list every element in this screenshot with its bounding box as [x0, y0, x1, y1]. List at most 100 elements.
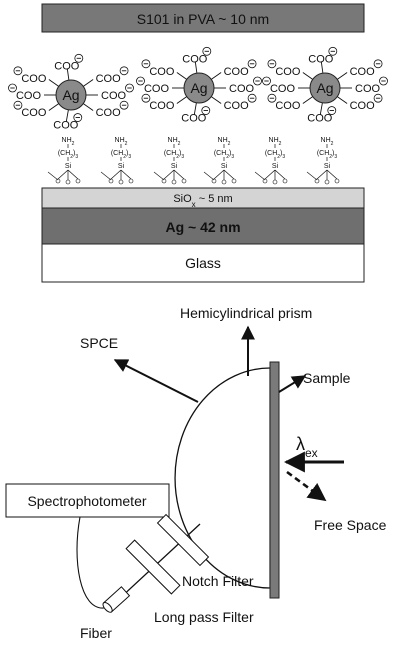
carboxylate-label: COO: [308, 53, 334, 65]
carboxylate-label: COO: [16, 90, 42, 102]
linker-bond: [274, 169, 286, 180]
propyl-chain-label: (CH2)3: [214, 150, 235, 160]
carboxylate-label: COO: [149, 100, 175, 112]
silver-film-label: Ag ~ 42 nm: [165, 219, 240, 235]
carboxylate-label: COO: [307, 113, 333, 125]
oxygen-atom-icon: [334, 178, 340, 184]
carboxylate-label: COO: [96, 107, 122, 119]
linker-bond: [264, 169, 276, 180]
amine-group-label: NH2: [115, 137, 128, 147]
silane-linker: NH2(CH2)3Si: [203, 137, 237, 185]
carboxylate-label: COO: [149, 66, 175, 78]
long-pass-filter: [125, 539, 181, 595]
oxygen-atom-icon: [55, 178, 61, 184]
silicon-atom-label: Si: [118, 163, 125, 170]
carboxylate-label: COO: [229, 83, 255, 95]
silver-nanoparticle-core: [183, 72, 215, 104]
free-space-label: Free Space: [314, 517, 387, 533]
glass-layer: [41, 243, 365, 283]
nanoparticle-label: Ag: [190, 80, 207, 96]
oxygen-atom-icon: [108, 178, 114, 184]
linker-bond: [223, 169, 235, 180]
prism-label: Hemicylindrical prism: [180, 305, 312, 321]
carboxylate-label: COO: [181, 113, 207, 125]
linker-bond: [203, 171, 215, 181]
amine-group-label: NH2: [321, 137, 334, 147]
ligand-bond: [194, 61, 198, 74]
fiber-coupler: [102, 586, 131, 613]
hemicylindrical-prism: [174, 367, 271, 589]
oxygen-atom-icon: [65, 179, 71, 185]
optical-setup: SPCE Hemicylindrical prism Sample λex Fr…: [5, 305, 387, 641]
propyl-chain-label: (CH2)3: [164, 150, 185, 160]
carboxylate-label: COO: [54, 60, 80, 72]
layer-stack: S101 in PVA ~ 10 nm SiOx ~ 5 nm Ag ~ 42 …: [41, 3, 365, 283]
oxygen-atom-icon: [211, 178, 217, 184]
glass-layer-label: Glass: [185, 255, 221, 271]
notch-filter-label: Notch Filter: [182, 573, 254, 589]
linker-bond: [173, 169, 185, 180]
oxygen-atom-icon: [161, 178, 167, 184]
carboxylate-label: COO: [182, 53, 208, 65]
ligand-bond: [302, 96, 313, 104]
linker-bond: [57, 169, 69, 180]
carboxylate-label: COO: [275, 66, 301, 78]
silane-linker: NH2(CH2)3Si: [153, 137, 187, 185]
linker-bond: [67, 169, 79, 180]
spce-arrow: [113, 359, 199, 403]
carboxylate-label: COO: [224, 100, 250, 112]
oxygen-atom-icon: [221, 179, 227, 185]
pva-layer-label: S101 in PVA ~ 10 nm: [137, 11, 269, 27]
carboxylate-label: COO: [224, 66, 250, 78]
linker-bond: [213, 169, 225, 180]
carboxylate-label: COO: [275, 100, 301, 112]
excitation-label: λex: [296, 434, 318, 460]
linker-bond: [163, 169, 175, 180]
carboxylate-label: COO: [53, 120, 79, 132]
carboxylate-label: COO: [144, 83, 170, 95]
ligand-bond: [83, 103, 94, 111]
ligand-bond: [83, 79, 94, 87]
silicon-atom-label: Si: [324, 163, 331, 170]
ligand-bond: [176, 96, 187, 104]
silane-linker: NH2(CH2)3Si: [254, 137, 288, 185]
oxygen-atom-icon: [282, 178, 288, 184]
silane-linkers: NH2 (CH2)3Si NH2 (CH2)3Si NH2 (CH2)3Si NH2 (CH2…: [47, 137, 340, 185]
oxygen-atom-icon: [272, 179, 278, 185]
linker-bond: [306, 171, 318, 181]
silane-linker: NH2(CH2)3Si: [47, 137, 81, 185]
ligand-bond: [319, 102, 323, 115]
ligand-bond: [211, 72, 222, 80]
amine-group-label: NH2: [218, 137, 231, 147]
carboxylate-label: COO: [270, 83, 296, 95]
ligand-bond: [65, 109, 69, 122]
amine-group-label: NH2: [62, 137, 75, 147]
fiber-cable: [76, 516, 113, 609]
ligand-bond: [320, 61, 324, 74]
oxygen-atom-icon: [262, 178, 268, 184]
pva-layer: [41, 3, 365, 33]
silicon-atom-label: Si: [272, 163, 279, 170]
silver-nanoparticle: COO COO COO COO COO COO COO COO Ag: [136, 46, 262, 125]
oxygen-atom-icon: [75, 178, 81, 184]
oxygen-atom-icon: [128, 178, 134, 184]
spce-label: SPCE: [80, 335, 118, 351]
ligand-bond: [66, 68, 70, 81]
linker-bond: [100, 171, 112, 181]
propyl-chain-label: (CH2)3: [265, 150, 286, 160]
linker-bond: [254, 171, 266, 181]
nanoparticle-label: Ag: [316, 80, 333, 96]
silver-film-layer: [41, 207, 365, 245]
spectrophotometer-box: [5, 483, 170, 518]
carboxylate-label: COO: [101, 90, 127, 102]
silica-layer-label: SiOx ~ 5 nm: [173, 193, 232, 209]
propyl-chain-label: (CH2)3: [317, 150, 338, 160]
silicon-atom-label: Si: [65, 163, 72, 170]
linker-bond: [47, 171, 59, 181]
sample-label: Sample: [303, 370, 351, 386]
ligand-bond: [337, 96, 348, 104]
free-space-arrow: [286, 470, 327, 502]
silane-linker: NH2 (CH2)3Si: [306, 137, 340, 185]
